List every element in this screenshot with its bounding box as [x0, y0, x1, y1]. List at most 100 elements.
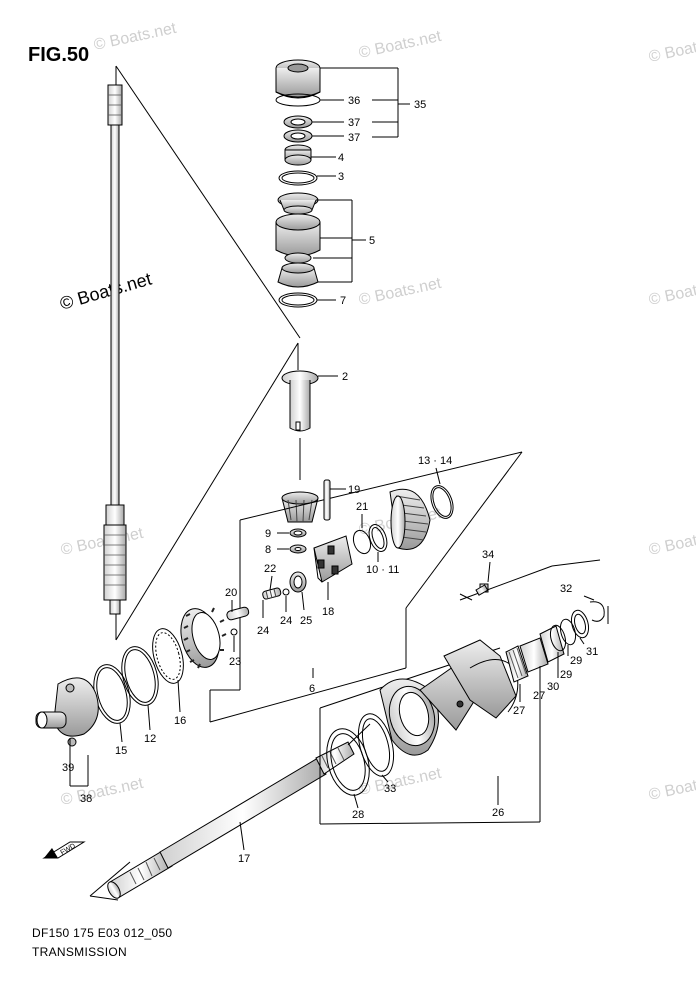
needle-bearing-27 — [505, 625, 565, 683]
spring-22 — [262, 587, 282, 600]
callout-37: 37 — [348, 117, 360, 129]
watermark: © Boats.net — [357, 275, 443, 309]
callout-18: 18 — [322, 606, 334, 618]
callout-5: 5 — [369, 235, 375, 247]
callout-24: 24 — [280, 615, 292, 627]
figure-name: TRANSMISSION — [32, 945, 127, 959]
callout-30: 30 — [547, 681, 559, 693]
washer-8 — [289, 544, 307, 554]
callout-20: 20 — [225, 587, 237, 599]
leader-line — [147, 704, 151, 731]
propeller-shaft-17 — [107, 741, 355, 899]
callout-32: 32 — [560, 583, 572, 595]
leader-line — [177, 679, 181, 713]
leader-line — [119, 722, 123, 743]
pinion-gear — [281, 491, 319, 523]
callout-22: 22 — [264, 563, 276, 575]
bearing-retainer-38 — [35, 677, 99, 747]
watermark: © Boats.net — [647, 525, 696, 559]
leader-lines-lower-left — [69, 738, 89, 787]
watermarks: © Boats.net © Boats.net © Boats.net © Bo… — [58, 20, 696, 809]
leader-line — [487, 561, 491, 583]
ball-24 — [282, 588, 290, 596]
callout-6: 6 — [309, 683, 315, 695]
callout-15: 15 — [115, 745, 127, 757]
assembly-lines-17 — [89, 723, 371, 901]
bearing-housing-35 — [275, 59, 321, 107]
leader-line — [579, 637, 585, 645]
watermark: © Boats.net — [59, 775, 145, 809]
oil-seal-37 — [283, 115, 313, 143]
thrust-washer-28 — [326, 728, 370, 796]
callout-9: 9 — [265, 528, 271, 540]
forward-gear — [389, 488, 431, 550]
watermark: © Boats.net — [647, 770, 696, 804]
callout-39: 39 — [62, 762, 74, 774]
callout-38: 38 — [80, 793, 92, 805]
watermark: © Boats.net — [59, 525, 145, 559]
callout-8: 8 — [265, 544, 271, 556]
callout-24: 24 — [257, 625, 269, 637]
callout-17: 17 — [238, 853, 250, 865]
callout-29: 29 — [560, 669, 572, 681]
shim-7 — [278, 292, 318, 308]
watermark: © Boats.net — [357, 765, 443, 799]
leader-line — [269, 575, 273, 591]
callout-26: 26 — [492, 807, 504, 819]
leader-line — [583, 595, 595, 601]
callout-29: 29 — [570, 655, 582, 667]
clutch-dog-18 — [313, 535, 353, 583]
sleeve-2 — [281, 370, 319, 432]
thrust-bearing-16 — [152, 628, 184, 684]
callout-10-11: 10 · 11 — [366, 564, 399, 576]
nut-9 — [289, 528, 307, 538]
fwd-label: FWD — [60, 843, 77, 857]
callout-4: 4 — [338, 152, 344, 164]
ring-21 — [352, 524, 388, 555]
collar-25 — [289, 571, 307, 593]
fwd-direction-badge: FWD — [42, 841, 86, 859]
callout-7: 7 — [340, 295, 346, 307]
leader-line — [381, 774, 389, 783]
watermark: © Boats.net — [58, 269, 154, 314]
callout-36: 36 — [348, 95, 360, 107]
watermark: © Boats.net — [357, 28, 443, 62]
leader-line — [301, 591, 305, 611]
callout-27: 27 — [513, 705, 525, 717]
watermark: © Boats.net — [647, 275, 696, 309]
callout-3: 3 — [338, 171, 344, 183]
leader-line — [353, 793, 359, 809]
callout-33: 33 — [384, 783, 396, 795]
pin-19 — [323, 479, 331, 521]
callout-27: 27 — [533, 690, 545, 702]
watermark: © Boats.net — [92, 20, 178, 54]
assembly-bracket-6 — [209, 451, 523, 723]
push-rod-20 — [226, 606, 250, 621]
callout-21: 21 — [356, 501, 368, 513]
bearing-4 — [284, 144, 312, 166]
watermark: © Boats.net — [647, 32, 696, 66]
callout-28: 28 — [352, 809, 364, 821]
shim-3 — [278, 170, 318, 186]
callout-25: 25 — [300, 615, 312, 627]
bearing-set-5 — [275, 192, 321, 288]
shim-13-14 — [430, 485, 454, 519]
bearing-housing-26 — [379, 639, 519, 756]
callout-labels: 36 35 37 37 4 3 5 7 2 13 · 14 19 21 9 8 … — [62, 95, 598, 865]
seals-29-30-31 — [549, 601, 605, 652]
assembly-lines — [115, 65, 301, 641]
callout-19: 19 — [348, 484, 360, 496]
callout-16: 16 — [174, 715, 186, 727]
drive-shaft — [103, 84, 127, 615]
figure-code: DF150 175 E03 012_050 — [32, 926, 173, 940]
callout-2: 2 — [342, 371, 348, 383]
bolt-34 — [475, 583, 489, 596]
callout-37: 37 — [348, 132, 360, 144]
shim-12 — [121, 646, 159, 706]
callout-31: 31 — [586, 646, 598, 658]
leader-line — [435, 467, 441, 485]
leader-line — [239, 821, 245, 851]
callout-12: 12 — [144, 733, 156, 745]
